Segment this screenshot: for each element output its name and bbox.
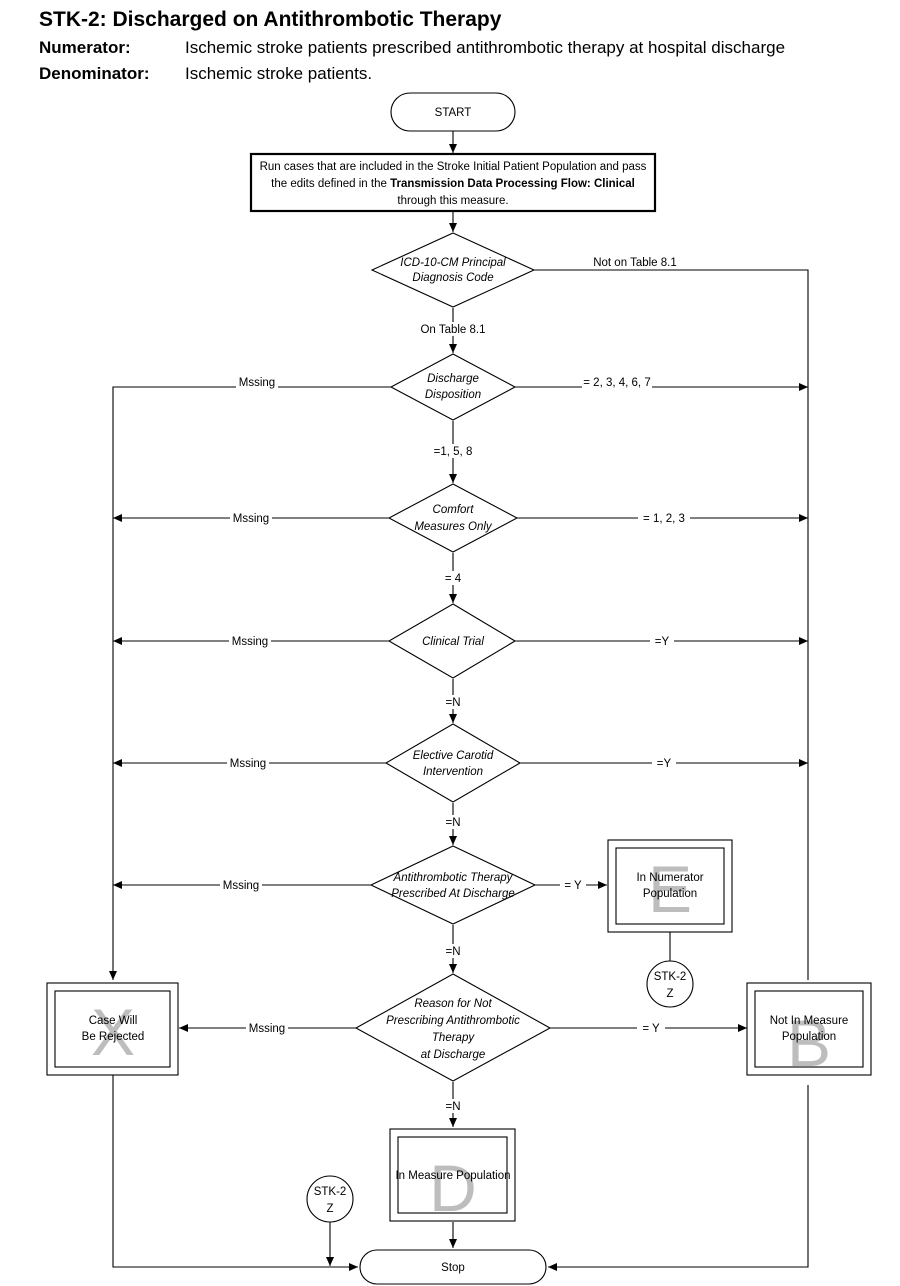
decision-antithrombotic: Antithrombotic Therapy Prescribed At Dis…	[369, 845, 537, 925]
stop-label: Stop	[441, 1262, 465, 1274]
decision-comfort-measures: Comfort Measures Only	[387, 483, 519, 553]
svg-text:Diagnosis Code: Diagnosis Code	[412, 272, 493, 284]
process-line-1: Run cases that are included in the Strok…	[260, 161, 647, 173]
svg-text:ICD-10-CM Principal: ICD-10-CM Principal	[400, 257, 506, 269]
label-rn-no: =N	[445, 1101, 460, 1113]
svg-text:Not In Measure: Not In Measure	[770, 1015, 849, 1027]
edge-right-trunk	[534, 269, 809, 980]
numerator-text: Ischemic stroke patients prescribed anti…	[185, 38, 786, 57]
label-ec-in: =N	[445, 817, 460, 829]
category-letter-x: X	[91, 995, 135, 1069]
svg-text:Prescribing Antithrombotic: Prescribing Antithrombotic	[386, 1015, 520, 1027]
label-at-missing: Mssing	[223, 880, 259, 892]
svg-text:Intervention: Intervention	[423, 766, 483, 778]
page-title: STK-2: Discharged on Antithrombotic Ther…	[39, 8, 502, 31]
outcome-in-numerator: E In Numerator Population	[607, 839, 733, 933]
label-dd-missing: Mssing	[239, 377, 275, 389]
decision-carotid: Elective Carotid Intervention	[384, 723, 522, 803]
connector-stk2-z-right: STK-2 Z	[646, 960, 694, 1008]
label-at-yes: = Y	[564, 880, 582, 892]
svg-text:Reason for Not: Reason for Not	[414, 998, 492, 1010]
label-ct-in: =N	[445, 697, 460, 709]
label-rn-yes: = Y	[642, 1023, 660, 1035]
label-at-no: =N	[445, 946, 460, 958]
process-line-3: through this measure.	[397, 195, 508, 207]
decision-discharge-disposition: Discharge Disposition	[389, 353, 517, 421]
denominator-label: Denominator:	[39, 64, 150, 83]
outcome-in-measure: D In Measure Population	[389, 1128, 516, 1225]
edge-left-trunk	[109, 386, 391, 980]
start-terminal: START	[390, 92, 516, 132]
label-rn-missing: Mssing	[249, 1023, 285, 1035]
start-label: START	[435, 107, 472, 119]
outcome-not-in-measure: B Not In Measure Population	[746, 982, 872, 1080]
svg-text:Be Rejected: Be Rejected	[82, 1031, 145, 1043]
svg-text:In Measure Population: In Measure Population	[395, 1170, 510, 1182]
label-ct-missing: Mssing	[232, 636, 268, 648]
label-cmo-missing: Mssing	[233, 513, 269, 525]
decision-reason-not-prescribing: Reason for Not Prescribing Antithromboti…	[354, 973, 552, 1082]
edge-rejected-stop	[112, 1075, 358, 1271]
svg-text:Elective Carotid: Elective Carotid	[413, 750, 494, 762]
category-letter-b: B	[787, 1006, 831, 1080]
category-letter-d: D	[429, 1151, 477, 1225]
svg-text:Case Will: Case Will	[89, 1015, 138, 1027]
label-ec-out: =Y	[657, 758, 672, 770]
stop-terminal: Stop	[359, 1249, 547, 1285]
svg-text:Comfort: Comfort	[433, 504, 475, 516]
decision-icd: ICD-10-CM Principal Diagnosis Code	[370, 232, 536, 308]
numerator-label: Numerator:	[39, 38, 131, 57]
label-dd-in: =1, 5, 8	[434, 446, 473, 458]
edge-labels: Not on Table 8.1 On Table 8.1 Mssing = 2…	[220, 255, 690, 1113]
svg-text:Population: Population	[643, 888, 697, 900]
svg-text:Prescribed At Discharge: Prescribed At Discharge	[391, 888, 515, 900]
label-cmo-out: = 1, 2, 3	[643, 513, 685, 525]
svg-text:Population: Population	[782, 1031, 836, 1043]
svg-text:Measures Only: Measures Only	[414, 521, 493, 533]
category-letter-e: E	[648, 852, 692, 926]
svg-text:Z: Z	[666, 988, 673, 1000]
process-box: Run cases that are included in the Strok…	[249, 152, 657, 213]
svg-text:Discharge: Discharge	[427, 373, 479, 385]
label-ct-out: =Y	[655, 636, 670, 648]
label-icd-not: Not on Table 8.1	[593, 257, 677, 269]
svg-text:Therapy: Therapy	[432, 1032, 475, 1044]
label-cmo-in: = 4	[445, 573, 462, 585]
svg-text:Antithrombotic Therapy: Antithrombotic Therapy	[393, 872, 514, 884]
svg-text:at Discharge: at Discharge	[421, 1049, 486, 1061]
connector-stk2-z-left: STK-2 Z	[306, 1175, 354, 1223]
svg-text:STK-2: STK-2	[654, 971, 687, 983]
decision-clinical-trial: Clinical Trial	[387, 603, 517, 679]
edge-notinmeasure-stop	[548, 1085, 809, 1271]
label-dd-out: = 2, 3, 4, 6, 7	[583, 377, 650, 389]
svg-text:In Numerator: In Numerator	[636, 872, 703, 884]
process-line-2: the edits defined in the Transmission Da…	[271, 178, 635, 190]
label-ec-missing: Mssing	[230, 758, 266, 770]
outcome-rejected: X Case Will Be Rejected	[46, 982, 179, 1076]
svg-text:STK-2: STK-2	[314, 1186, 347, 1198]
svg-text:Z: Z	[326, 1203, 333, 1215]
svg-text:Clinical Trial: Clinical Trial	[422, 636, 484, 648]
label-icd-on: On Table 8.1	[420, 324, 485, 336]
svg-text:Disposition: Disposition	[425, 389, 481, 401]
denominator-text: Ischemic stroke patients.	[185, 64, 373, 83]
